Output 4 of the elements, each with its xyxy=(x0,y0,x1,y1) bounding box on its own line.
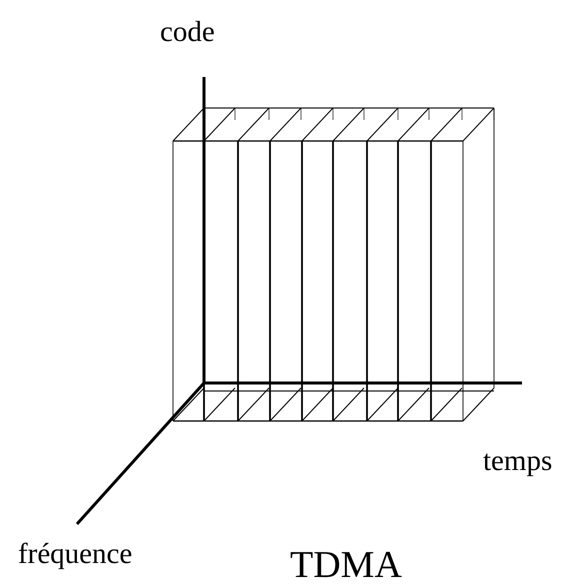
caption: TDMA xyxy=(290,546,402,584)
axis-label: fréquence xyxy=(18,540,132,569)
axis-label: temps xyxy=(483,447,552,476)
axis-label: code xyxy=(160,18,215,47)
